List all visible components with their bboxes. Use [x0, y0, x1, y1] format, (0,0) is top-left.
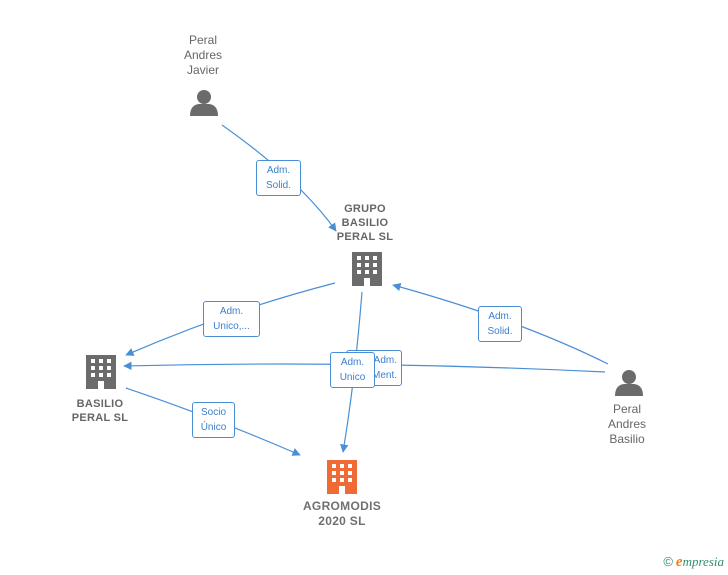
node-label-grupo-basilio[interactable]: GRUPO BASILIO PERAL SL — [336, 203, 394, 243]
brand-footer: ©empresia — [663, 554, 724, 571]
edge-label-javier-to-grupo[interactable]: Adm. Solid. — [256, 160, 301, 196]
copyright-icon: © — [663, 554, 673, 569]
edge-label-basilio-person-to-grupo[interactable]: Adm. Solid. — [478, 306, 522, 342]
building-icon[interactable] — [352, 252, 382, 286]
edge-label-basilio-to-agromodis[interactable]: Socio Único — [192, 402, 235, 438]
person-icon[interactable] — [615, 370, 643, 396]
node-label-basilio-peral[interactable]: BASILIO PERAL SL — [71, 398, 129, 424]
edge-label-grupo-to-basilio[interactable]: Adm. Unico,... — [203, 301, 260, 337]
person-icon[interactable] — [190, 90, 218, 116]
edge-label-grupo-to-agromodis[interactable]: Adm. Unico — [330, 352, 375, 388]
node-label-agromodis[interactable]: AGROMODIS 2020 SL — [302, 499, 382, 528]
building-icon[interactable] — [86, 355, 116, 389]
node-label-peral-andres-basilio[interactable]: Peral Andres Basilio — [607, 402, 647, 446]
node-label-peral-andres-javier[interactable]: Peral Andres Javier — [183, 33, 223, 77]
brand-name: mpresia — [682, 554, 724, 569]
brand-initial: e — [675, 554, 683, 570]
building-icon[interactable] — [327, 460, 357, 494]
